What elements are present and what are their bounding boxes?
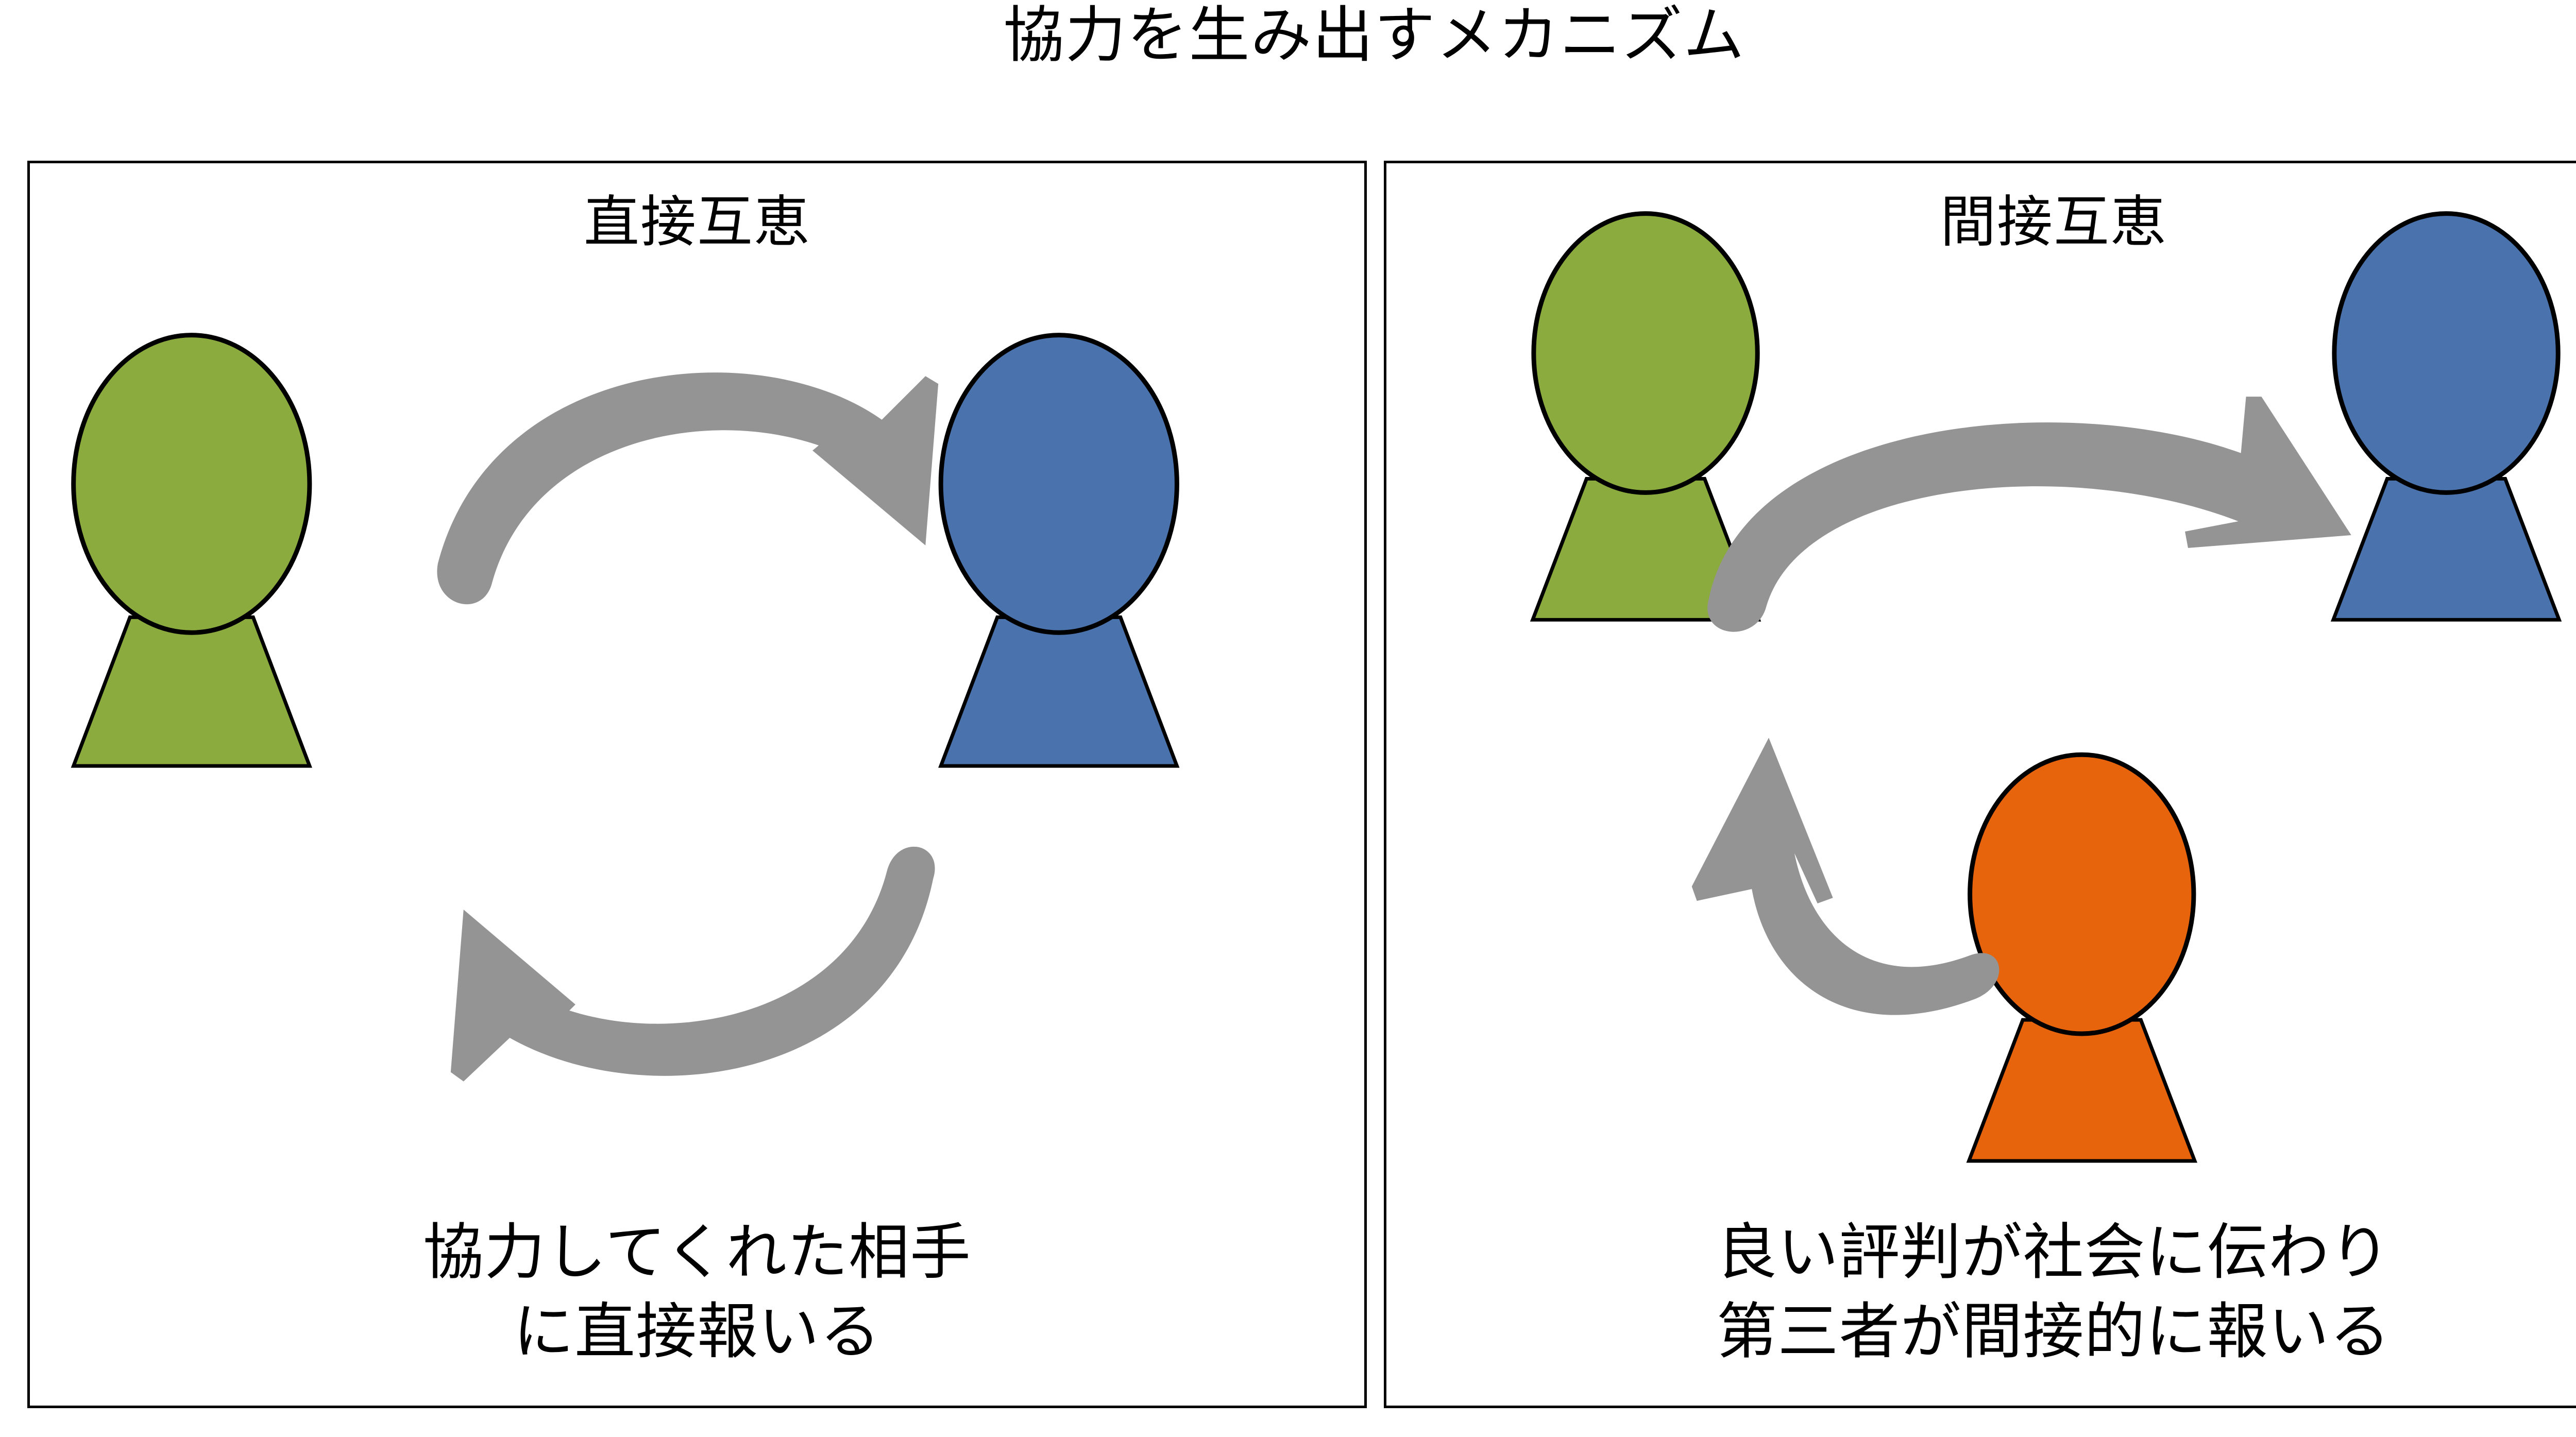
panel-direct-caption-line2: に直接報いる bbox=[513, 1297, 881, 1366]
green-person-body bbox=[71, 615, 312, 768]
green-person-head bbox=[1531, 211, 1760, 495]
green-to-blue-arrow bbox=[1707, 397, 2351, 632]
panel-direct-reciprocity: 直接互恵 bbox=[27, 161, 1367, 1408]
direct-reciprocity-diagram bbox=[30, 163, 1364, 1406]
green-to-blue-arrow bbox=[437, 372, 939, 605]
panel-indirect-reciprocity: 間接互恵 bbox=[1384, 161, 2576, 1408]
orange-to-green-arrow bbox=[1691, 738, 1999, 1015]
blue-person-body bbox=[938, 615, 1180, 768]
panel-indirect-heading: 間接互恵 bbox=[1940, 191, 2167, 253]
panel-direct-caption: 協力してくれた相手 に直接報いる bbox=[30, 1213, 1364, 1372]
indirect-reciprocity-diagram bbox=[1386, 163, 2576, 1406]
orange-person-head bbox=[1968, 752, 2196, 1036]
blue-person-body bbox=[2330, 476, 2562, 622]
panel-indirect-caption-line2: 第三者が間接的に報いる bbox=[1716, 1297, 2391, 1366]
panel-direct-heading: 直接互恵 bbox=[583, 191, 810, 253]
blue-person-head bbox=[938, 333, 1179, 635]
blue-to-green-arrow bbox=[450, 846, 935, 1082]
orange-person-body bbox=[1966, 1018, 2198, 1163]
green-person-body bbox=[1530, 476, 1761, 622]
panel-direct-caption-line1: 協力してくれた相手 bbox=[423, 1219, 971, 1287]
green-person-figure bbox=[1530, 211, 1761, 622]
figure-title: 協力を生み出すメカニズム bbox=[1003, 2, 1745, 70]
panel-indirect-caption-line1: 良い評判が社会に伝わり bbox=[1716, 1219, 2391, 1287]
orange-person-figure bbox=[1966, 752, 2198, 1163]
blue-person-figure bbox=[2330, 211, 2562, 622]
green-person-figure bbox=[71, 333, 312, 768]
blue-person-figure bbox=[938, 333, 1180, 768]
blue-person-head bbox=[2332, 211, 2561, 495]
green-person-head bbox=[71, 333, 312, 635]
panel-indirect-caption: 良い評判が社会に伝わり 第三者が間接的に報いる bbox=[1386, 1213, 2576, 1372]
